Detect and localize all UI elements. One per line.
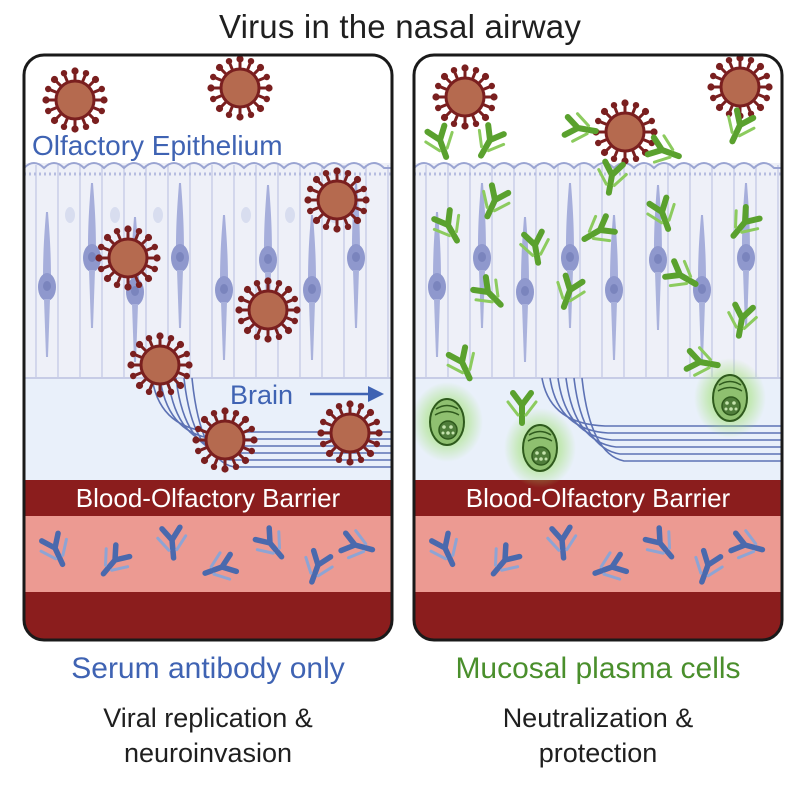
virus-icon <box>190 405 260 475</box>
left-panel-outcome: Viral replication & neuroinvasion <box>24 701 392 771</box>
left-outcome-line1: Viral replication & <box>103 703 313 733</box>
figure-title: Virus in the nasal airway <box>218 8 582 45</box>
virus-icon <box>205 55 275 123</box>
virus-icon <box>315 398 385 468</box>
arrow-right-icon <box>310 386 384 402</box>
virus-icon <box>430 62 500 132</box>
plasma-cell-icon <box>414 381 484 463</box>
left-panel-caption: Serum antibody only <box>71 652 345 685</box>
cilia <box>24 162 392 170</box>
right-outcome-line1: Neutralization & <box>502 703 694 733</box>
right-panel-frame <box>412 53 784 642</box>
right-panel: Blood-Olfactory Barrier <box>414 55 782 640</box>
plasma-cell-icon <box>503 407 577 489</box>
blood-vessel-right <box>414 516 782 592</box>
right-panel-outcome: Neutralization & protection <box>414 701 782 771</box>
blood-vessel-left <box>24 516 392 592</box>
olfactory-epithelium-layer-right <box>414 163 782 378</box>
barrier-label-right: Blood-Olfactory Barrier <box>466 483 731 513</box>
virus-icon <box>233 275 303 345</box>
virus-icon <box>705 55 775 122</box>
brain-label: Brain <box>230 380 293 410</box>
virus-icon <box>93 223 163 293</box>
blood-olfactory-barrier-left <box>24 480 392 516</box>
barrier-label-left: Blood-Olfactory Barrier <box>76 483 341 513</box>
vessel-wall-left <box>24 592 392 640</box>
olfactory-nerve-bundle-right <box>541 377 782 462</box>
olfactory-epithelium-label: Olfactory Epithelium <box>32 130 283 161</box>
left-outcome-line2: neuroinvasion <box>123 738 293 768</box>
left-panel: Olfactory Epithelium Brain Blood-Olfacto… <box>24 55 392 640</box>
virus-icon <box>302 165 372 235</box>
blood-olfactory-barrier-right <box>414 480 782 516</box>
virus-icon <box>40 65 110 135</box>
right-panel-caption: Mucosal plasma cells <box>455 652 741 685</box>
right-outcome-line2: protection <box>538 738 658 768</box>
virus-icon <box>125 330 195 400</box>
left-panel-frame <box>22 53 394 642</box>
